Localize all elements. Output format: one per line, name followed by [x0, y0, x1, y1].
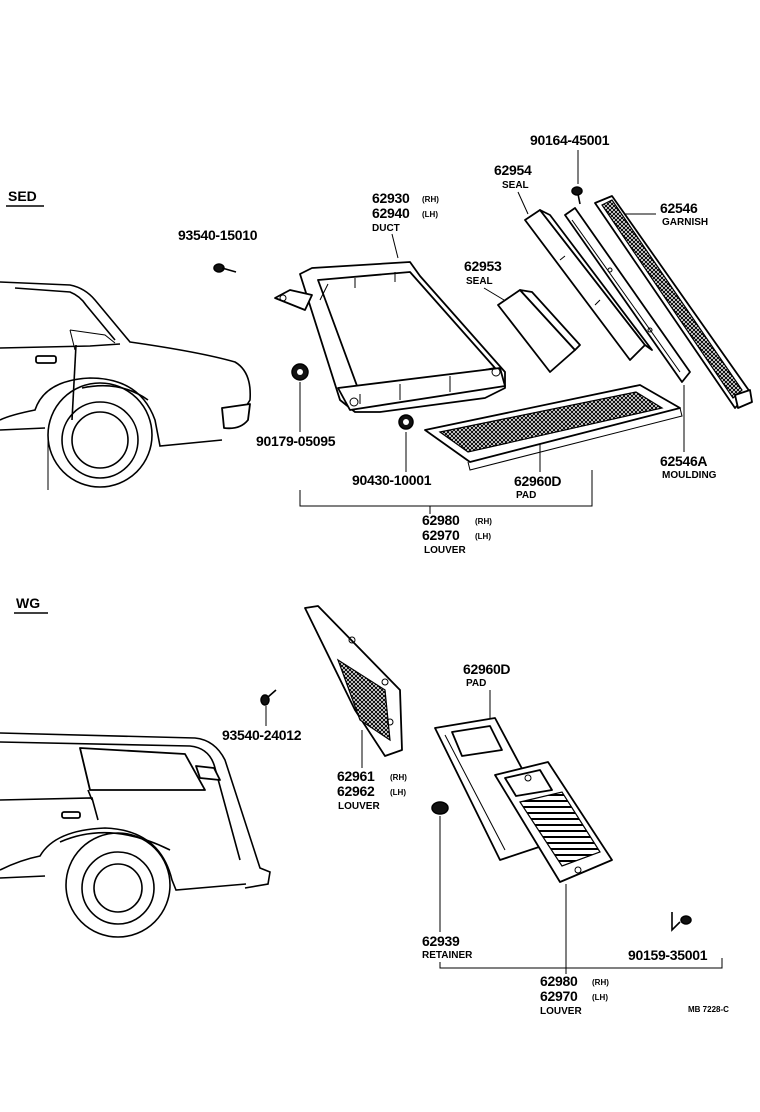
leader-line — [391, 233, 399, 259]
part-number-screw: 93540-15010 — [178, 227, 258, 243]
part-number-wg-pad: 62960D — [463, 661, 510, 677]
part-number-duct-rh: 62930 — [372, 190, 410, 206]
part-number-seal-a: 62954 — [494, 162, 532, 178]
part-number-moulding: 62546A — [660, 453, 707, 469]
part-number-louver-rh: 62980 — [422, 512, 460, 528]
screw-icon — [260, 689, 277, 706]
part-name-seal-a: SEAL — [502, 180, 529, 191]
leader-line — [483, 287, 505, 301]
part-number-wg-louver-rh: 62980 — [540, 973, 578, 989]
retainer-icon — [431, 801, 449, 815]
screw-icon — [671, 912, 692, 932]
part-name-louver: LOUVER — [424, 545, 466, 556]
part-number-wg-louver-lh: 62970 — [540, 988, 578, 1004]
part-number-duct-lh: 62940 — [372, 205, 410, 221]
side-label: (LH) — [422, 210, 438, 219]
part-number-wg-side-louver-rh: 62961 — [337, 768, 375, 784]
moulding-part — [564, 207, 691, 383]
side-label: (RH) — [592, 978, 609, 987]
garnish-part — [594, 195, 753, 409]
part-number-retainer: 62939 — [422, 933, 460, 949]
part-name-seal-b: SEAL — [466, 276, 493, 287]
sedan-car-illustration — [0, 281, 252, 490]
part-name-garnish: GARNISH — [662, 217, 708, 228]
part-number-screw-top: 90164-45001 — [530, 132, 610, 148]
part-name-retainer: RETAINER — [422, 950, 473, 961]
leader-line — [517, 191, 529, 215]
side-louver-part — [304, 605, 403, 757]
seal-strip-part — [524, 209, 653, 361]
wagon-car-illustration — [0, 732, 271, 938]
louver-pad-part — [424, 384, 683, 471]
part-number-screw-wg: 93540-24012 — [222, 727, 302, 743]
part-number-screw-wg-b: 90159-35001 — [628, 947, 708, 963]
figure-code: MB 7228-C — [688, 1005, 729, 1014]
side-label: (RH) — [422, 195, 439, 204]
part-name-wg-louver: LOUVER — [540, 1006, 582, 1017]
section-label-wagon: WG — [16, 595, 40, 611]
seal-block-part — [497, 289, 581, 373]
leader-bracket — [439, 958, 723, 969]
part-number-garnish: 62546 — [660, 200, 698, 216]
part-number-seal-b: 62953 — [464, 258, 502, 274]
part-name-duct: DUCT — [372, 223, 400, 234]
side-label: (LH) — [475, 532, 491, 541]
section-label-sedan: SED — [8, 188, 37, 204]
part-number-nut: 90179-05095 — [256, 433, 336, 449]
side-label: (RH) — [390, 773, 407, 782]
screw-icon — [571, 186, 583, 205]
duct-part — [274, 261, 506, 413]
side-label: (RH) — [475, 517, 492, 526]
part-name-wg-pad: PAD — [466, 678, 486, 689]
leader-bracket — [299, 470, 593, 507]
part-number-clip: 90430-10001 — [352, 472, 432, 488]
side-label: (LH) — [390, 788, 406, 797]
nut-icon — [291, 363, 309, 381]
part-name-pad: PAD — [516, 490, 536, 501]
part-number-wg-side-louver-lh: 62962 — [337, 783, 375, 799]
clip-icon — [398, 414, 414, 430]
side-label: (LH) — [592, 993, 608, 1002]
part-name-moulding: MOULDING — [662, 470, 717, 481]
screw-icon — [213, 263, 237, 273]
part-name-wg-side-louver: LOUVER — [338, 801, 380, 812]
part-number-louver-lh: 62970 — [422, 527, 460, 543]
part-number-pad: 62960D — [514, 473, 561, 489]
wagon-louver-part — [494, 761, 613, 883]
